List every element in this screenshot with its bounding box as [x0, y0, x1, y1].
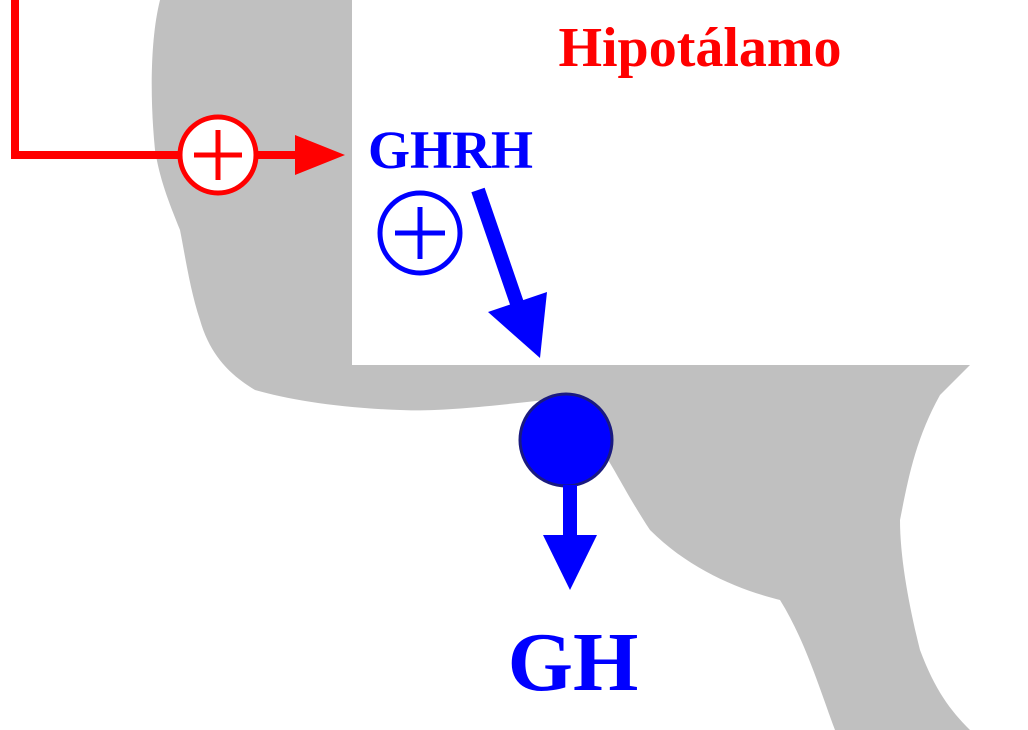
pituitary-cell-filled-circle-icon [520, 394, 612, 486]
ghrh-label: GHRH [368, 120, 533, 180]
ghrh-arrow-shaft [478, 190, 522, 318]
diagram-title: Hipotálamo [558, 17, 841, 79]
red-plus-circle-icon [180, 117, 256, 193]
blue-plus-circle-icon [380, 193, 460, 273]
gh-arrow-head [543, 535, 597, 590]
gh-label: GH [508, 616, 639, 709]
